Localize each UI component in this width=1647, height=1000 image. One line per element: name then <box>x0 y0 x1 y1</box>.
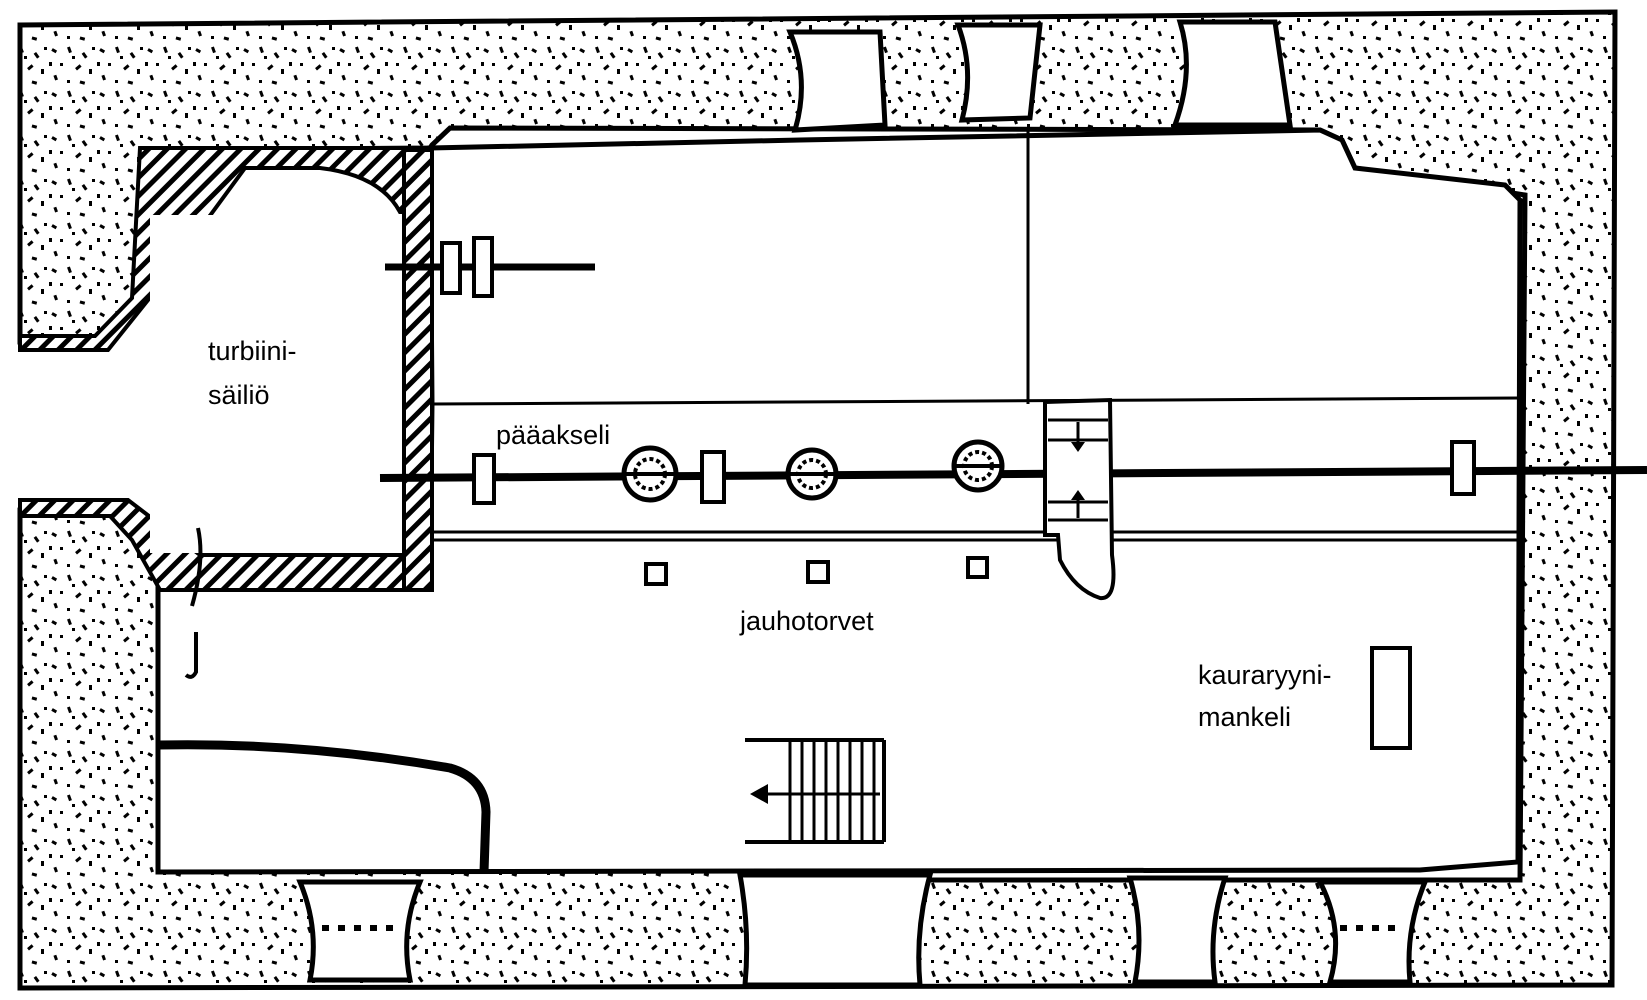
bottom-window-2 <box>737 872 934 988</box>
hook-mark <box>184 527 203 679</box>
upper-shaft-bearing-2 <box>472 236 494 298</box>
turbine-label-line1: turbiini- <box>208 336 297 366</box>
arrow-icon <box>1071 490 1085 500</box>
turbine-label-line2: säiliö <box>208 380 270 410</box>
arrow-icon <box>1071 442 1085 452</box>
bottom-window-4 <box>1315 879 1429 985</box>
main-shaft-bearing-3 <box>1450 440 1476 496</box>
staircase-icon <box>1043 397 1116 601</box>
turbine-basin <box>150 215 402 553</box>
bottom-window-3 <box>1126 875 1229 985</box>
oat-mangle-box <box>1370 646 1412 750</box>
main-shaft-bearing-1 <box>472 453 496 505</box>
top-window-3 <box>1171 19 1293 128</box>
flour-pipe <box>644 562 668 586</box>
turbine-side-wall <box>402 148 434 592</box>
gear-wheel-icon <box>621 445 679 503</box>
top-window-openings <box>786 19 1293 133</box>
bottom-window-openings <box>296 872 1429 988</box>
upper-floor-line <box>431 396 1521 406</box>
main-shaft-bearing-2 <box>700 450 726 504</box>
main-shaft <box>379 466 1647 482</box>
gear-wheel-icon <box>951 439 1005 493</box>
oat-mangle-label-line1: kauraryyni- <box>1198 660 1332 690</box>
upper-shaft-bearing-1 <box>440 241 462 295</box>
water-channel <box>157 740 491 873</box>
flour-pipes-label: jauhotorvet <box>739 606 874 636</box>
top-window-1 <box>786 29 888 133</box>
oat-mangle-label-line2: mankeli <box>1198 702 1291 732</box>
top-window-2 <box>954 22 1043 123</box>
window-dots <box>322 925 1395 931</box>
flour-pipe <box>966 556 989 579</box>
flour-pipe <box>806 560 830 584</box>
gear-wheel-icon <box>785 447 839 501</box>
main-shaft-label: pääakseli <box>496 420 610 450</box>
staircase-icon <box>745 738 886 844</box>
turbine-upper-wall <box>18 146 432 352</box>
arrow-icon <box>750 784 768 804</box>
